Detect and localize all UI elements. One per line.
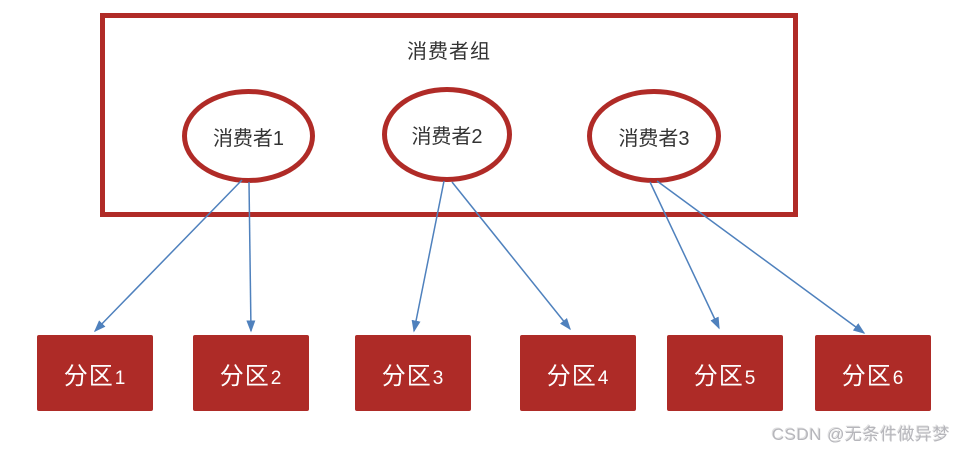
- partition-2-label-text: 分区: [219, 362, 270, 390]
- consumer-3-label: 消费者3: [618, 127, 690, 150]
- partition-2-node: 分区2: [193, 335, 309, 411]
- partition-4-label-num: 4: [597, 367, 610, 389]
- consumer-group-title: 消费者组: [407, 41, 491, 63]
- partition-1-label-text: 分区: [63, 362, 114, 390]
- partition-3-label: 分区3: [382, 356, 445, 391]
- partition-6-node: 分区6: [815, 335, 931, 411]
- partition-2-label-num: 2: [270, 367, 283, 389]
- partition-1-label: 分区1: [64, 356, 127, 391]
- partition-6-label-text: 分区: [841, 362, 892, 390]
- consumer-3-node: 消费者3: [587, 89, 721, 183]
- partition-5-label-text: 分区: [693, 362, 744, 390]
- partition-1-label-num: 1: [114, 367, 127, 389]
- consumer-group-box: 消费者组 消费者1 消费者2 消费者3: [100, 13, 798, 217]
- partition-6-label-num: 6: [892, 367, 905, 389]
- partition-5-label-num: 5: [744, 367, 757, 389]
- partition-4-label-text: 分区: [546, 362, 597, 390]
- partition-5-label: 分区5: [694, 356, 757, 391]
- partition-4-node: 分区4: [520, 335, 636, 411]
- consumer-1-label: 消费者1: [212, 127, 285, 150]
- partition-3-label-text: 分区: [381, 362, 432, 390]
- consumer-2-label: 消费者2: [411, 126, 483, 148]
- consumer-1-node: 消费者1: [182, 89, 315, 183]
- partition-3-label-num: 3: [432, 367, 445, 389]
- partition-6-label: 分区6: [842, 356, 905, 391]
- consumer-2-node: 消费者2: [382, 87, 512, 182]
- partition-2-label: 分区2: [220, 356, 283, 391]
- partition-5-node: 分区5: [667, 335, 783, 411]
- watermark: CSDN @无条件做异梦: [771, 425, 950, 444]
- partition-4-label: 分区4: [547, 356, 610, 391]
- partition-1-node: 分区1: [37, 335, 153, 411]
- partition-3-node: 分区3: [355, 335, 471, 411]
